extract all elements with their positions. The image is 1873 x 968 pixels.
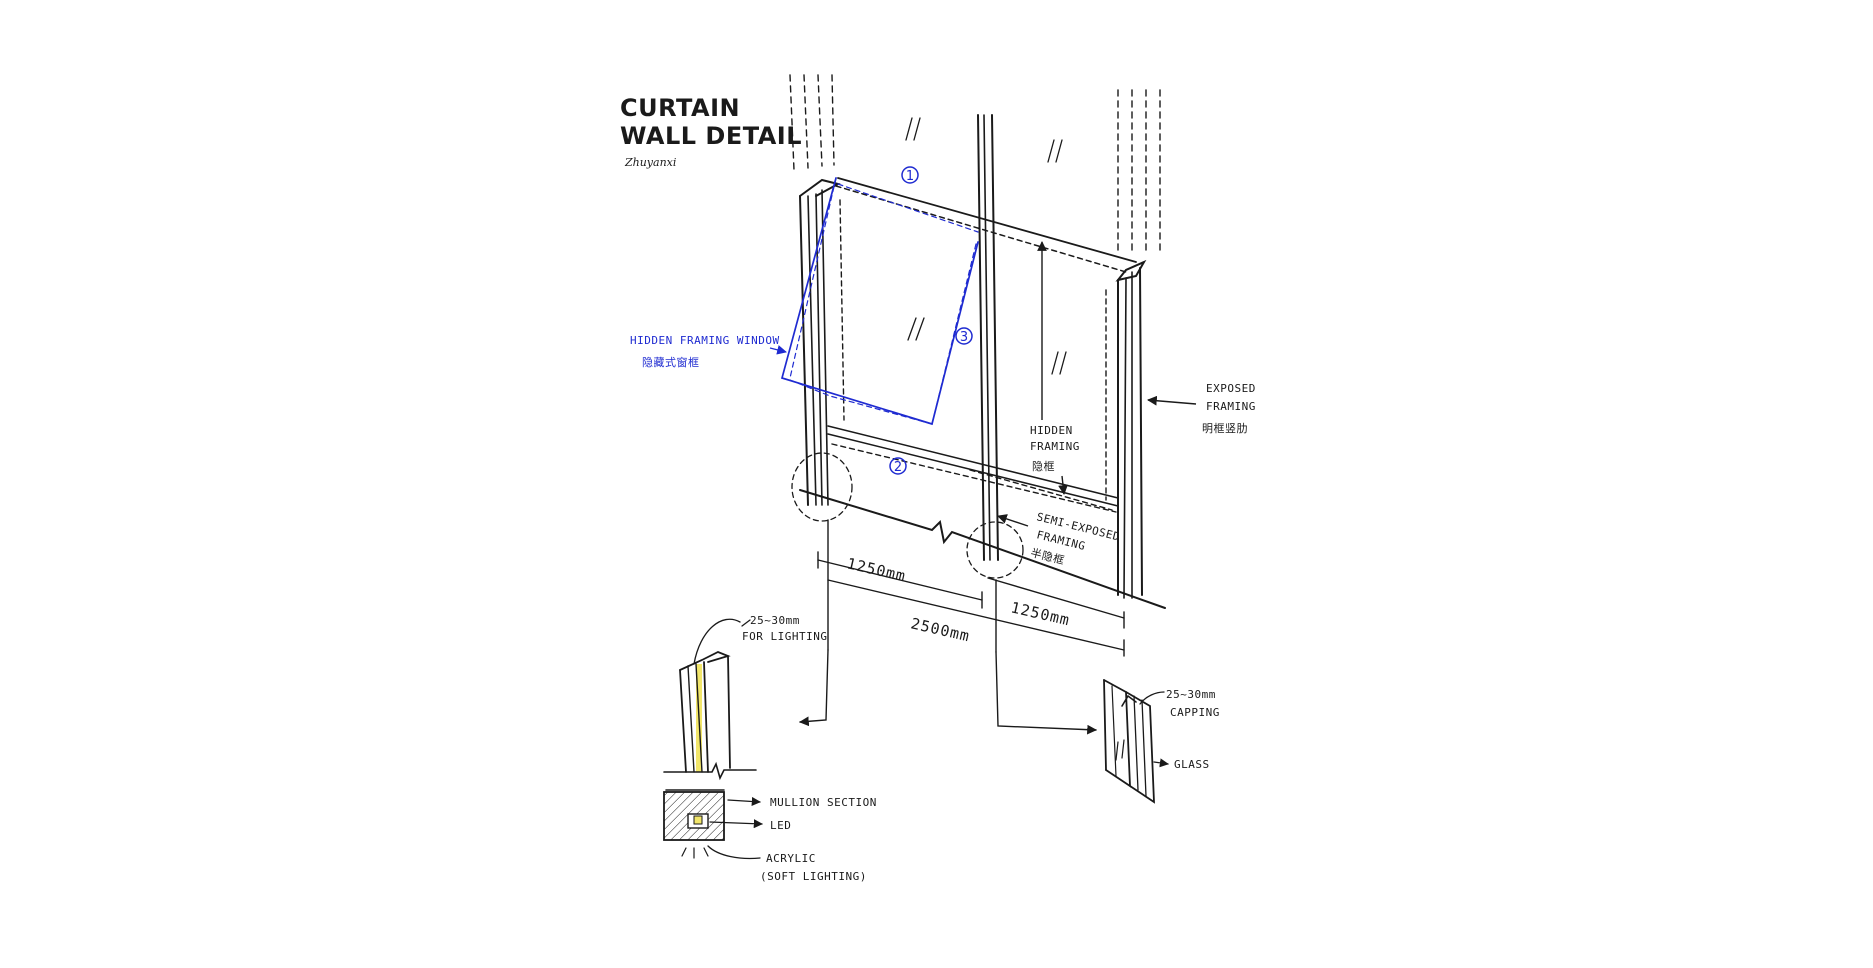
marker-3: 3	[955, 327, 973, 345]
capping-detail	[1103, 679, 1169, 804]
svg-text:隐框: 隐框	[1032, 460, 1055, 473]
svg-text:3: 3	[960, 330, 968, 345]
label-capping: CAPPING	[1170, 706, 1220, 719]
label-semi-exposed-framing: SEMI-EXPOSED FRAMING 半隐框	[997, 510, 1121, 567]
detail-leaders	[799, 649, 1097, 735]
label-glass: GLASS	[1174, 758, 1210, 771]
label-mullion-section: MULLION SECTION	[770, 796, 877, 809]
marker-1: 1	[901, 166, 919, 184]
label-for-lighting: FOR LIGHTING	[742, 630, 827, 643]
svg-text:FRAMING: FRAMING	[1206, 400, 1256, 413]
svg-text:明框竖肋: 明框竖肋	[1202, 421, 1248, 435]
dimensions	[817, 519, 1125, 657]
svg-text:EXPOSED: EXPOSED	[1206, 382, 1256, 395]
title-block: CURTAIN WALL DETAIL Zhuyanxi	[620, 94, 802, 169]
marker-2: 2	[889, 457, 907, 475]
title-line-2: WALL DETAIL	[620, 122, 802, 150]
svg-text:HIDDEN FRAMING WINDOW: HIDDEN FRAMING WINDOW	[630, 334, 780, 347]
label-led: LED	[770, 819, 791, 832]
svg-text:FRAMING: FRAMING	[1030, 440, 1080, 453]
label-soft-lighting: (SOFT LIGHTING)	[760, 870, 867, 883]
dim-total: 2500mm	[909, 614, 972, 645]
hidden-framing-window	[780, 177, 979, 426]
led-shape	[693, 815, 703, 825]
arrow-icon	[997, 514, 1029, 527]
svg-text:HIDDEN: HIDDEN	[1030, 424, 1073, 437]
curtain-wall-elevation	[789, 74, 1166, 609]
label-exposed-framing: EXPOSED FRAMING 明框竖肋	[1147, 382, 1256, 435]
svg-text:隐藏式窗框: 隐藏式窗框	[642, 355, 700, 369]
arrow-icon	[1147, 395, 1197, 406]
arrow-icon	[769, 345, 787, 355]
signature: Zhuyanxi	[624, 156, 676, 169]
svg-text:1: 1	[906, 169, 914, 184]
arrow-down-icon	[1058, 475, 1068, 495]
svg-text:2: 2	[894, 460, 902, 475]
title-line-1: CURTAIN	[620, 94, 740, 122]
label-acrylic: ACRYLIC	[766, 852, 816, 865]
label-hidden-framing-window: HIDDEN FRAMING WINDOW 隐藏式窗框	[630, 334, 787, 369]
label-capping-size: 25~30mm	[1166, 688, 1216, 701]
svg-text:半隐框: 半隐框	[1029, 545, 1066, 567]
label-lighting-size: 25~30mm	[750, 614, 800, 627]
mullion-lighting-detail	[663, 618, 763, 860]
dim-left: 1250mm	[845, 554, 908, 585]
label-hidden-framing: HIDDEN FRAMING 隐框	[1030, 241, 1080, 495]
